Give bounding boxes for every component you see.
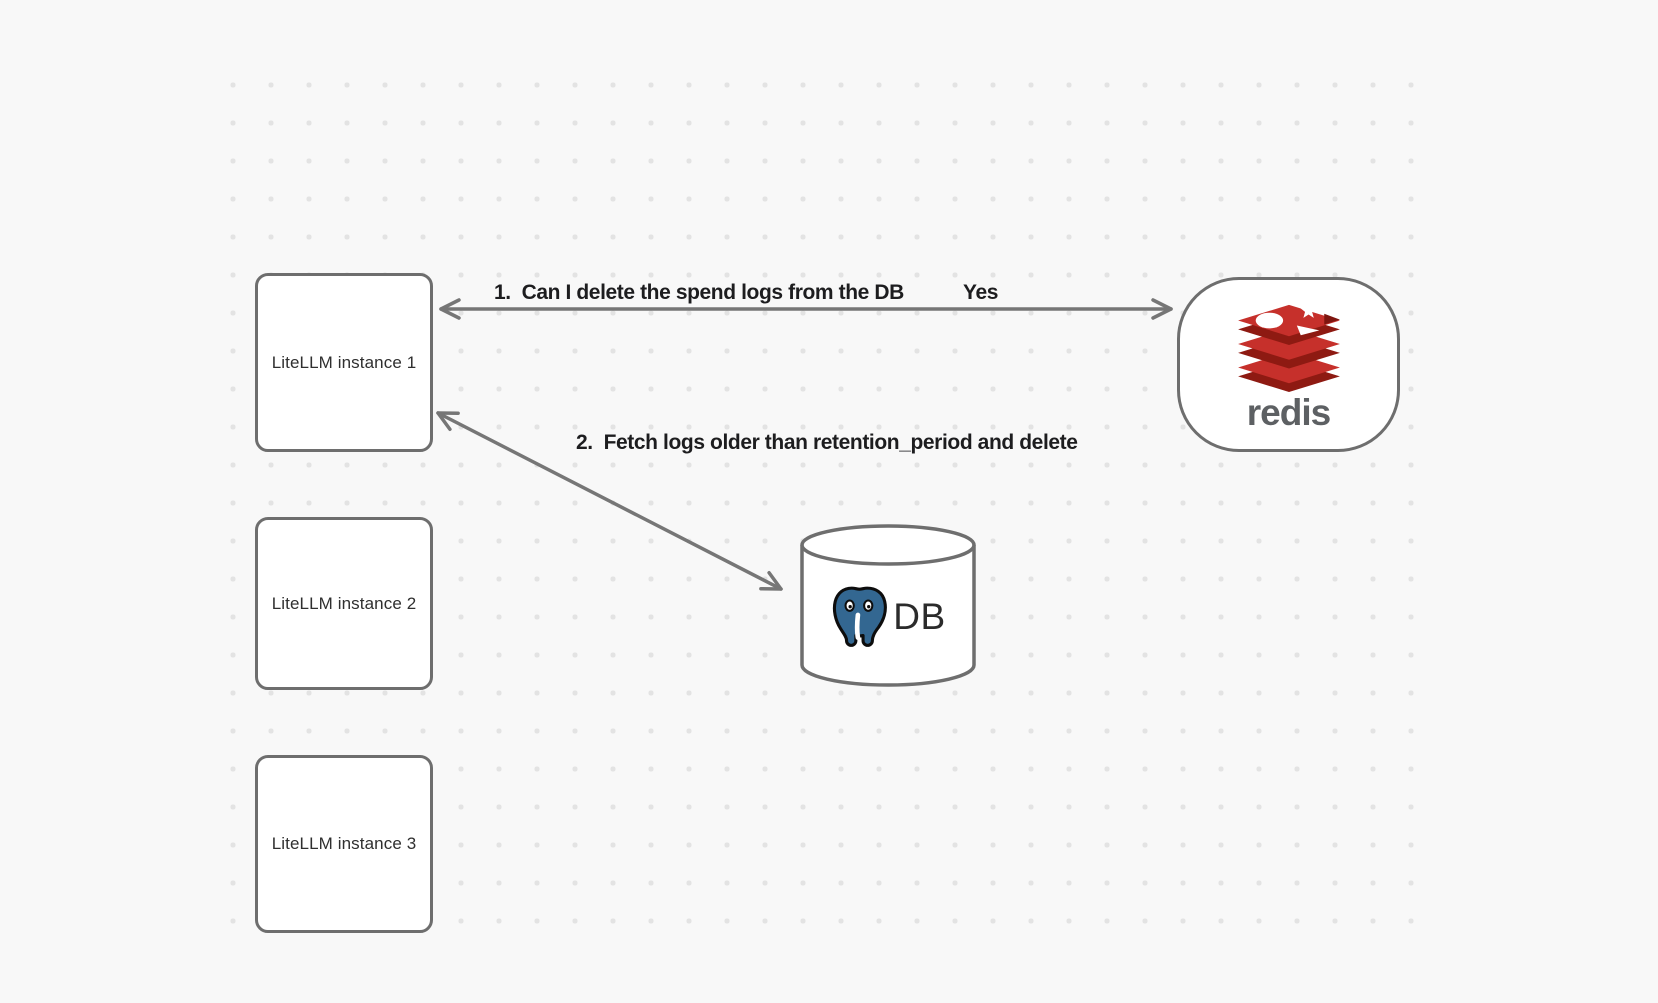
database-content: DB — [799, 584, 977, 650]
redis-logo-icon — [1237, 301, 1340, 392]
postgresql-elephant-icon — [833, 586, 888, 647]
node-database[interactable]: DB — [799, 522, 977, 688]
node-label: LiteLLM instance 3 — [271, 834, 417, 853]
cylinder-shape — [800, 524, 976, 687]
node-redis[interactable]: redis — [1177, 277, 1400, 452]
node-litellm-instance-2[interactable]: LiteLLM instance 2 — [255, 517, 433, 690]
database-label: DB — [893, 596, 946, 637]
arrow-2-line[interactable] — [436, 411, 783, 591]
node-litellm-instance-1[interactable]: LiteLLM instance 1 — [255, 273, 433, 452]
node-litellm-instance-3[interactable]: LiteLLM instance 3 — [255, 755, 433, 933]
arrow-1-label: 1. Can I delete the spend logs from the … — [494, 281, 904, 304]
arrow-2-label: 2. Fetch logs older than retention_perio… — [576, 431, 1078, 454]
redis-wordmark: redis — [1246, 391, 1331, 433]
node-label: LiteLLM instance 1 — [271, 352, 417, 372]
node-label: LiteLLM instance 2 — [271, 593, 417, 613]
arrow-1-response-label: Yes — [963, 281, 999, 304]
